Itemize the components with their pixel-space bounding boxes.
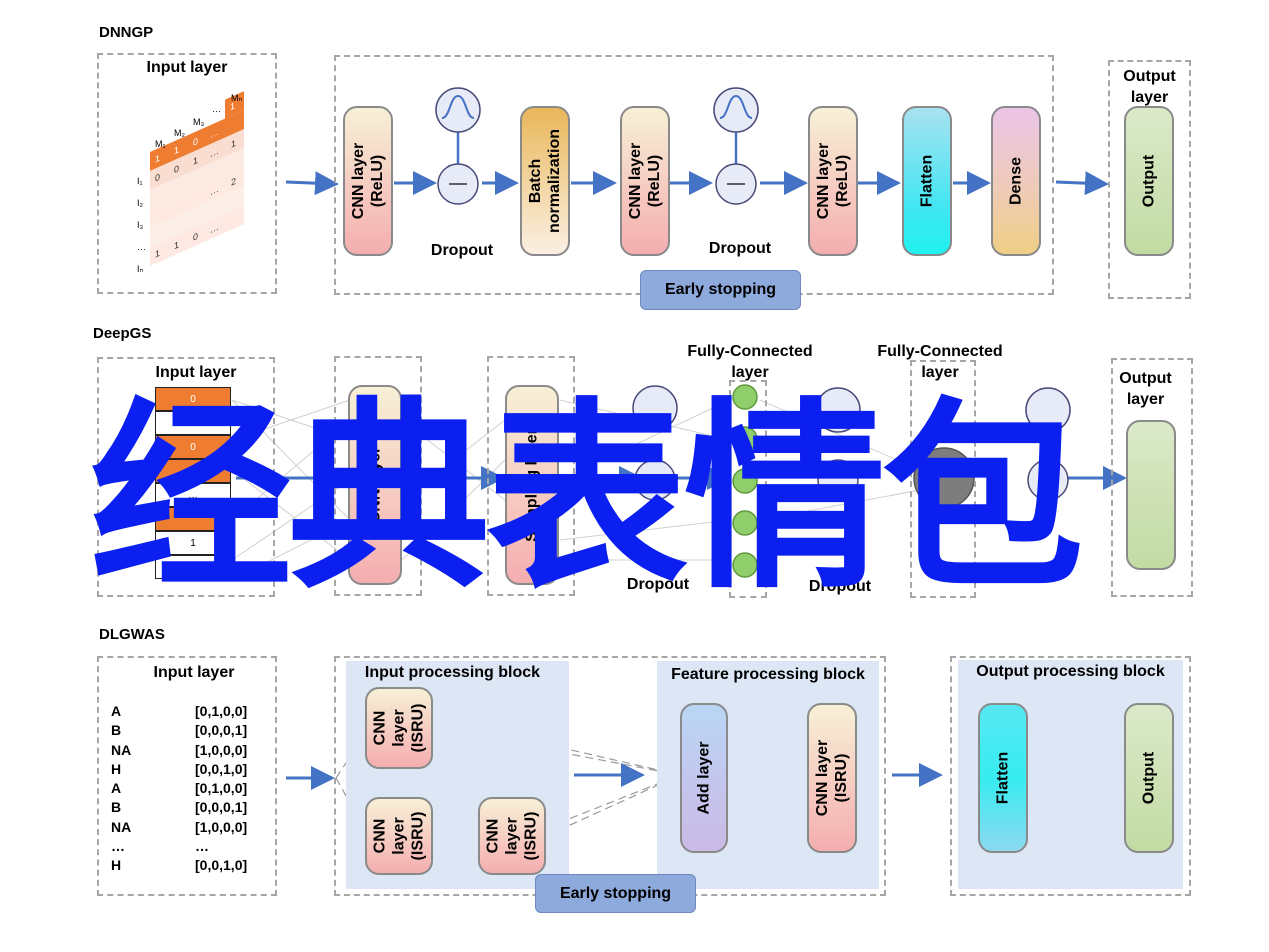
- svg-text:…: …: [210, 126, 219, 140]
- dlgwas-genotype-letters: A B NA H A B NA … H: [111, 703, 132, 874]
- dnngp-flatten-layer: Flatten: [902, 106, 952, 256]
- dnngp-input-box: [97, 53, 277, 294]
- svg-text:1: 1: [174, 144, 179, 157]
- deepgs-fc-box-2: [910, 360, 976, 598]
- deepgs-cnn-layer: CNN layer: [348, 385, 402, 585]
- dnngp-matrix-col-headers: M₁ M₂ M₃ … Mₙ: [155, 93, 243, 149]
- dlgwas-output-layer: Output: [1124, 703, 1174, 853]
- svg-text:…: …: [210, 145, 219, 159]
- dnngp-matrix-row-headers: I₁ I₂ I₃ … Iₙ: [137, 176, 146, 274]
- deepgs-output-box: [1111, 358, 1193, 597]
- deepgs-fc-label-1: Fully-Connected layer: [687, 343, 813, 381]
- dnngp-dropout-nodes: [435, 87, 759, 205]
- dlgwas-add-layer: Add layer: [680, 703, 728, 853]
- svg-text:0: 0: [193, 135, 198, 148]
- dlgwas-genotype-vectors: [0,1,0,0] [0,0,0,1] [1,0,0,0] [0,0,1,0] …: [195, 703, 248, 874]
- svg-text:2: 2: [231, 175, 236, 188]
- deepgs-sampling-layer: Sampling layer: [505, 385, 559, 585]
- dnngp-title: DNNGP: [99, 24, 154, 41]
- svg-text:1: 1: [155, 247, 160, 260]
- deepgs-input-label: Input layer: [155, 364, 237, 381]
- svg-text:1: 1: [193, 154, 198, 167]
- dnngp-output-box: [1108, 60, 1191, 299]
- dnngp-dropout-label-2: Dropout: [708, 240, 772, 257]
- dlgwas-output-box: [950, 656, 1191, 896]
- dnngp-input-matrix: 1 1 0 … 1 0 0 1 … 1 … 2 1 1 0 …: [150, 91, 244, 266]
- svg-text:0: 0: [155, 171, 160, 184]
- dlgwas-flatten-layer: Flatten: [978, 703, 1028, 853]
- dlgwas-output-block-label: Output processing block: [976, 663, 1165, 680]
- dlgwas-input-box: [97, 656, 277, 896]
- svg-text:1: 1: [230, 100, 235, 113]
- dlgwas-input-label: Input layer: [153, 664, 235, 681]
- dnngp-dropout-label-1: Dropout: [430, 242, 494, 259]
- dlgwas-feature-block-label: Feature processing block: [671, 666, 865, 683]
- overlay-watermark-text: 经典表情包: [90, 380, 1084, 616]
- dlgwas-cnn-isru-4: CNN layer(ISRU): [807, 703, 857, 853]
- deepgs-dropout-label-1: Dropout: [626, 576, 690, 593]
- dnngp-arrows: [285, 171, 1109, 196]
- deepgs-sampling-box: [487, 356, 575, 596]
- dnngp-cnn-layer-1: CNN layer(ReLU): [343, 106, 393, 256]
- deepgs-title: DeepGS: [93, 325, 152, 342]
- svg-text:1: 1: [174, 239, 179, 252]
- deepgs-connections: [231, 399, 921, 581]
- dnngp-input-label: Input layer: [146, 59, 228, 76]
- dlgwas-early-stopping: Early stopping: [535, 874, 696, 913]
- dnngp-cnn-layer-3: CNN layer(ReLU): [808, 106, 858, 256]
- svg-text:…: …: [210, 183, 219, 197]
- deepgs-dropout-label-2: Dropout: [808, 578, 872, 595]
- svg-text:1: 1: [231, 137, 236, 150]
- deepgs-fc-neurons: [732, 384, 758, 578]
- dnngp-dense-layer: Dense: [991, 106, 1041, 256]
- dlgwas-title: DLGWAS: [99, 626, 165, 643]
- dnngp-cnn-layer-2: CNN layer(ReLU): [620, 106, 670, 256]
- deepgs-output-layer: [1126, 420, 1176, 570]
- svg-text:1: 1: [155, 152, 160, 165]
- dnngp-output-layer: Output: [1124, 106, 1174, 256]
- svg-text:0: 0: [193, 230, 198, 243]
- svg-text:0: 0: [174, 163, 179, 176]
- dnngp-dropout-stems: [456, 130, 738, 166]
- deepgs-cnn-box: [334, 356, 422, 596]
- dnngp-early-stopping: Early stopping: [640, 270, 801, 310]
- deepgs-fc-label-2: Fully-Connected layer: [877, 343, 1003, 381]
- deepgs-input-box: [97, 357, 275, 597]
- dlgwas-input-block-label: Input processing block: [364, 664, 541, 681]
- deepgs-dropout-nodes: [632, 385, 1071, 509]
- svg-text:…: …: [210, 221, 219, 235]
- dnngp-output-label: Output layer: [1123, 68, 1176, 106]
- deepgs-output-label: Output layer: [1119, 370, 1172, 408]
- deepgs-fc-box-1: [729, 380, 767, 598]
- deepgs-input-column: 0 0 0 … 1 1: [155, 387, 231, 585]
